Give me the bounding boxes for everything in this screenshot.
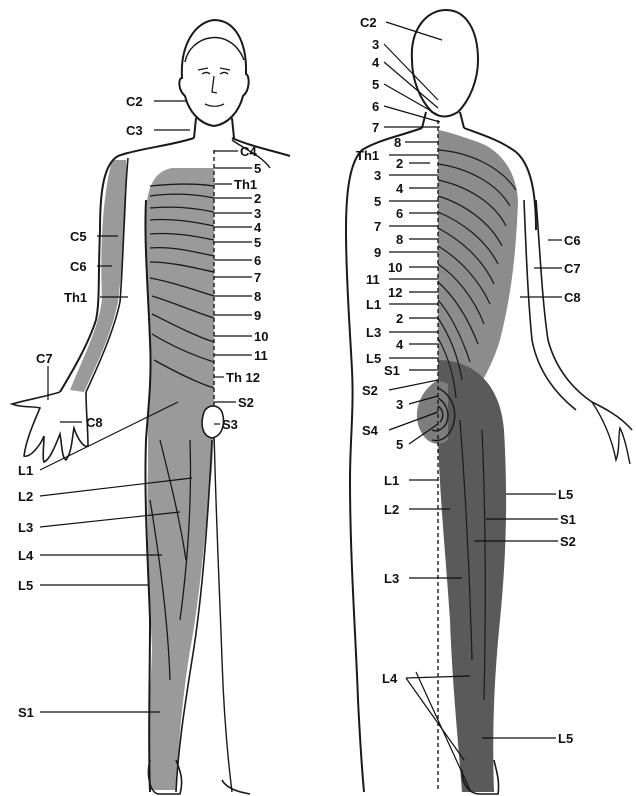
label-back-3b: 3 [374,168,381,183]
label-front-th1-arm: Th1 [64,290,87,305]
label-front-c4: C4 [240,144,257,159]
label-back-c6: C6 [564,233,581,248]
label-back-7b: 7 [374,219,381,234]
label-back-s1: S1 [384,363,400,378]
label-back-s1-leg: S1 [560,512,576,527]
label-back-8: 8 [394,135,401,150]
label-front-10: 10 [254,329,268,344]
label-back-5c: 5 [396,437,403,452]
label-back-6: 6 [372,99,379,114]
label-back-5: 5 [372,77,379,92]
label-back-11: 11 [366,272,380,287]
label-front-th1: Th1 [234,177,257,192]
label-front-7: 7 [254,270,261,285]
label-back-l1-leg: L1 [384,473,399,488]
label-back-th1: Th1 [356,148,379,163]
label-back-8b: 8 [396,232,403,247]
label-front-l3: L3 [18,520,33,535]
label-back-9: 9 [374,245,381,260]
label-front-c7: C7 [36,351,53,366]
label-front-c6: C6 [70,259,87,274]
label-front-8: 8 [254,289,261,304]
label-front-th12: Th 12 [226,370,260,385]
label-back-7: 7 [372,120,379,135]
label-front-s3: S3 [222,417,238,432]
label-front-11: 11 [254,348,268,363]
label-front-s1: S1 [18,705,34,720]
label-back-s4: S4 [362,423,379,438]
label-back-l5-foot: L5 [558,731,573,746]
label-back-l5: L5 [366,351,381,366]
label-front-l1: L1 [18,463,33,478]
label-back-c2: C2 [360,15,377,30]
label-back-6b: 6 [396,206,403,221]
label-back-12: 12 [388,285,402,300]
label-front-c2: C2 [126,94,143,109]
label-back-s2-leg: S2 [560,534,576,549]
label-back-l3: L3 [366,325,381,340]
label-front-5: 5 [254,161,261,176]
label-back-l1: L1 [366,297,381,312]
label-back-l4: L4 [382,671,398,686]
label-front-4: 4 [254,220,262,235]
label-front-l5: L5 [18,578,33,593]
label-front-c5: C5 [70,229,87,244]
label-back-2: 2 [396,156,403,171]
label-front-l4: L4 [18,548,34,563]
label-front-2: 2 [254,191,261,206]
label-back-c8: C8 [564,290,581,305]
label-back-3c: 3 [396,397,403,412]
label-back-3: 3 [372,37,379,52]
label-back-2b: 2 [396,311,403,326]
label-back-l5-leg: L5 [558,487,573,502]
front-genitals [202,406,223,438]
label-back-l2: L2 [384,502,399,517]
label-front-s2: S2 [238,395,254,410]
label-back-c7: C7 [564,261,581,276]
label-front-c8: C8 [86,415,103,430]
label-front-3: 3 [254,206,261,221]
label-front-c3: C3 [126,123,143,138]
label-front-6: 6 [254,253,261,268]
label-back-4c: 4 [396,337,404,352]
label-front-5b: 5 [254,235,261,250]
label-front-l2: L2 [18,489,33,504]
label-back-5b: 5 [374,194,381,209]
label-back-s2: S2 [362,383,378,398]
label-front-9: 9 [254,308,261,323]
label-back-4: 4 [372,55,380,70]
label-back-4b: 4 [396,181,404,196]
label-back-l3-leg: L3 [384,571,399,586]
label-back-10: 10 [388,260,402,275]
